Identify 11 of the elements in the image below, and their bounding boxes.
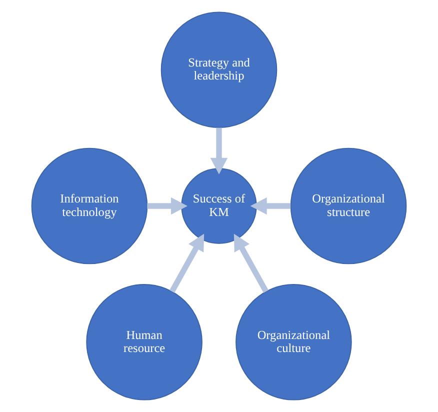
arrow [170,234,204,293]
node-circle: Success of KM [181,168,257,244]
node-circle: Information technology [31,148,148,264]
node-circle: Organizational culture [236,284,352,400]
arrow [147,197,188,215]
arrow [234,234,268,293]
arrow [210,128,228,174]
node-circle: Organizational structure [290,148,407,264]
node-circle: Human resource [86,284,202,400]
node-circle: Strategy and leadership [160,12,278,128]
arrow [250,197,291,215]
